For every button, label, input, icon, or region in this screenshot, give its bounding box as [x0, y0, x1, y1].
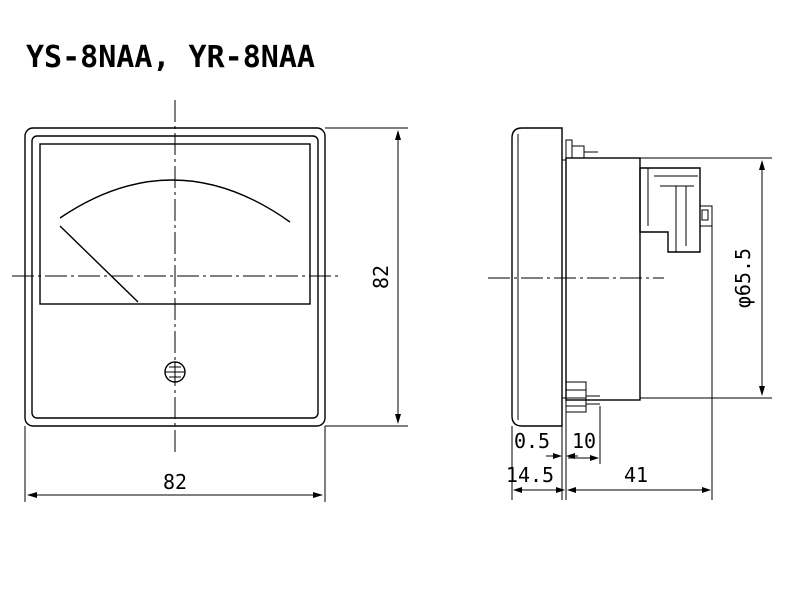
bezel-thickness-label: 0.5	[514, 429, 550, 453]
side-body	[565, 157, 641, 401]
bottom-terminal	[565, 381, 587, 413]
side-view	[488, 127, 713, 427]
drawing-title: YS-8NAA, YR-8NAA	[26, 40, 315, 75]
diameter-dimension: φ65.5	[640, 157, 772, 399]
front-width-label: 82	[163, 470, 187, 494]
terminal-length-label: 10	[572, 429, 596, 453]
front-height-dimension: 82	[325, 127, 408, 427]
rear-bracket	[639, 167, 701, 253]
front-view	[12, 100, 340, 456]
front-height-label: 82	[369, 265, 393, 289]
side-bezel	[511, 127, 563, 427]
front-width-dimension: 82	[24, 426, 326, 502]
body-depth-label: 41	[624, 463, 648, 487]
side-depth-dimensions: 0.5 10 14.5 41	[506, 226, 713, 500]
front-depth-label: 14.5	[506, 463, 554, 487]
top-terminal	[565, 139, 573, 159]
pointer-needle	[59, 225, 139, 303]
diameter-label: φ65.5	[731, 248, 755, 308]
